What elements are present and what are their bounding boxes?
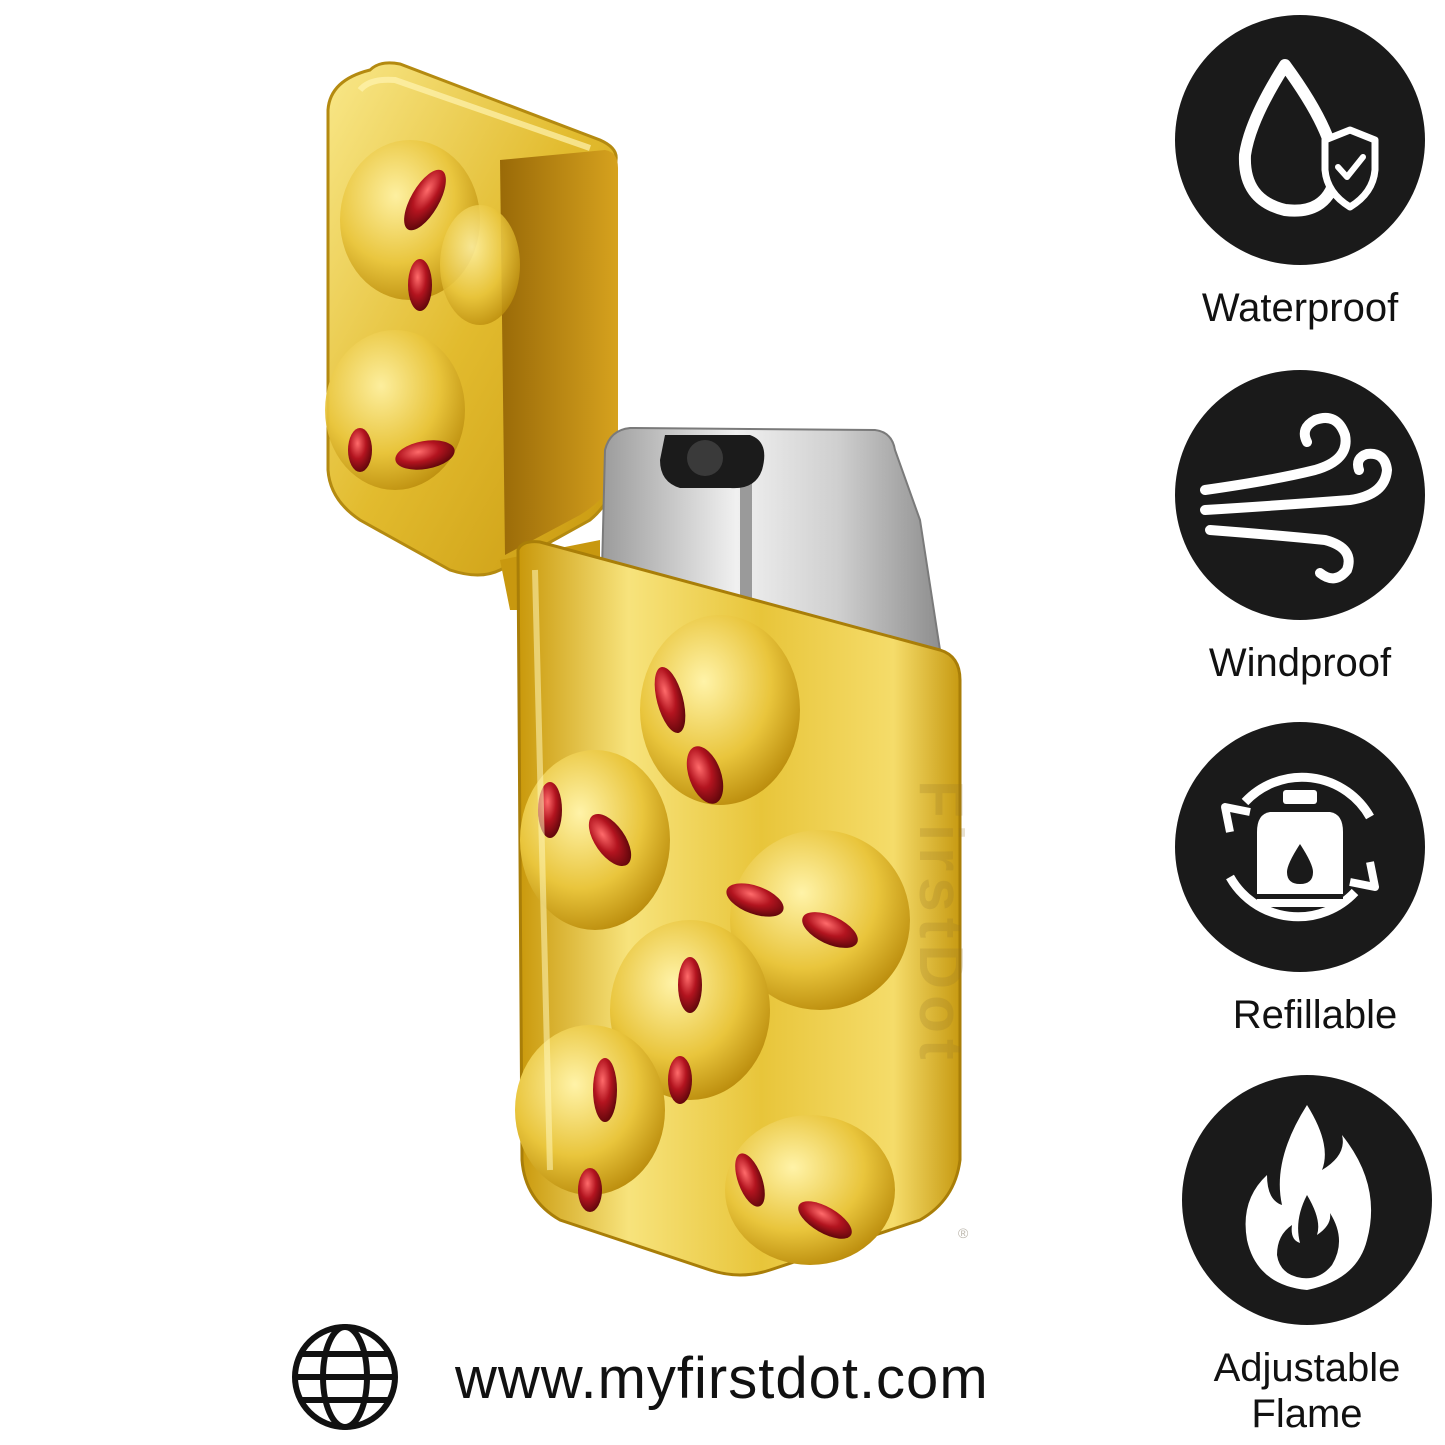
feature-waterproof: Waterproof bbox=[1160, 15, 1440, 331]
registered-mark: ® bbox=[958, 1225, 969, 1241]
feature-label: Refillable bbox=[1232, 993, 1398, 1037]
feature-refillable: Refillable bbox=[1160, 722, 1440, 1038]
feature-windproof: Windproof bbox=[1160, 370, 1440, 686]
product-image bbox=[300, 50, 1020, 1290]
feature-label: Windproof bbox=[1208, 641, 1392, 685]
refill-canister-icon bbox=[1175, 722, 1425, 972]
feature-adjustable-flame: Adjustable Flame bbox=[1167, 1075, 1445, 1437]
wind-icon bbox=[1175, 370, 1425, 620]
water-drop-shield-icon bbox=[1175, 15, 1425, 265]
globe-icon bbox=[290, 1322, 400, 1432]
feature-label: Waterproof bbox=[1201, 286, 1399, 330]
feature-label: Adjustable Flame bbox=[1213, 1346, 1401, 1436]
brand-watermark: FirstDot bbox=[906, 780, 975, 1066]
website-url[interactable]: www.myfirstdot.com bbox=[455, 1346, 989, 1411]
flame-icon bbox=[1182, 1075, 1432, 1325]
